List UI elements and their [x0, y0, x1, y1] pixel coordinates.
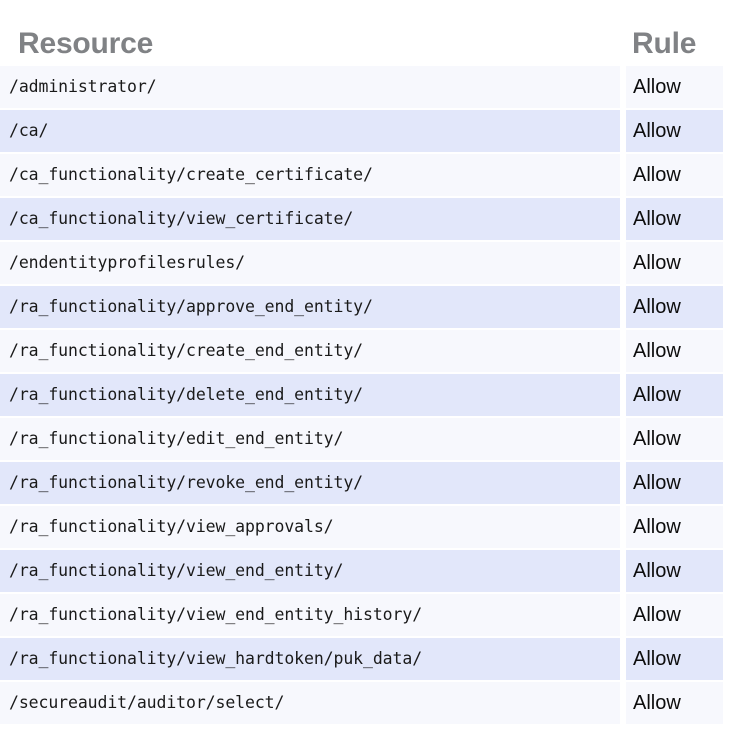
- rule-value-text: Allow: [633, 252, 681, 274]
- table-row[interactable]: /ra_functionality/view_hardtoken/puk_dat…: [0, 638, 746, 682]
- resource-path-text: /ra_functionality/view_hardtoken/puk_dat…: [9, 649, 423, 668]
- rule-value-text: Allow: [633, 120, 681, 142]
- cell-resource: /ra_functionality/view_end_entity/: [0, 550, 620, 592]
- column-header-resource: Resource: [18, 27, 154, 60]
- cell-rule: Allow: [626, 550, 723, 592]
- resource-path-text: /ra_functionality/view_end_entity_histor…: [9, 605, 423, 624]
- rule-value-text: Allow: [633, 164, 681, 186]
- resource-path-text: /ra_functionality/create_end_entity/: [9, 341, 364, 360]
- cell-resource: /ra_functionality/revoke_end_entity/: [0, 462, 620, 504]
- resource-path-text: /ra_functionality/view_end_entity/: [9, 561, 344, 580]
- rule-value-text: Allow: [633, 648, 681, 670]
- table-row[interactable]: /ca_functionality/create_certificate/All…: [0, 154, 746, 198]
- cell-rule: Allow: [626, 242, 723, 284]
- rule-value-text: Allow: [633, 516, 681, 538]
- table-row[interactable]: /ra_functionality/view_end_entity/Allow: [0, 550, 746, 594]
- rule-value-text: Allow: [633, 384, 681, 406]
- cell-rule: Allow: [626, 506, 723, 548]
- table-row[interactable]: /administrator/Allow: [0, 66, 746, 110]
- resource-path-text: /ra_functionality/edit_end_entity/: [9, 429, 344, 448]
- cell-resource: /ra_functionality/approve_end_entity/: [0, 286, 620, 328]
- cell-rule: Allow: [626, 110, 723, 152]
- resource-path-text: /ca/: [9, 121, 49, 140]
- table-row[interactable]: /secureaudit/auditor/select/Allow: [0, 682, 746, 726]
- rule-value-text: Allow: [633, 428, 681, 450]
- resource-path-text: /ca_functionality/view_certificate/: [9, 209, 354, 228]
- cell-rule: Allow: [626, 462, 723, 504]
- table-row[interactable]: /ra_functionality/create_end_entity/Allo…: [0, 330, 746, 374]
- rule-value-text: Allow: [633, 208, 681, 230]
- table-row[interactable]: /ra_functionality/edit_end_entity/Allow: [0, 418, 746, 462]
- rule-value-text: Allow: [633, 472, 681, 494]
- column-header-rule: Rule: [632, 27, 697, 60]
- cell-rule: Allow: [626, 682, 723, 724]
- resource-path-text: /ra_functionality/approve_end_entity/: [9, 297, 373, 316]
- cell-rule: Allow: [626, 638, 723, 680]
- cell-rule: Allow: [626, 66, 723, 108]
- cell-rule: Allow: [626, 154, 723, 196]
- cell-resource: /ca_functionality/create_certificate/: [0, 154, 620, 196]
- cell-resource: /ra_functionality/delete_end_entity/: [0, 374, 620, 416]
- table-row[interactable]: /ra_functionality/revoke_end_entity/Allo…: [0, 462, 746, 506]
- resource-path-text: /secureaudit/auditor/select/: [9, 693, 285, 712]
- table-row[interactable]: /ra_functionality/view_approvals/Allow: [0, 506, 746, 550]
- table-row[interactable]: /ra_functionality/approve_end_entity/All…: [0, 286, 746, 330]
- cell-resource: /ra_functionality/create_end_entity/: [0, 330, 620, 372]
- cell-rule: Allow: [626, 418, 723, 460]
- table-row[interactable]: /endentityprofilesrules/Allow: [0, 242, 746, 286]
- cell-rule: Allow: [626, 330, 723, 372]
- cell-resource: /secureaudit/auditor/select/: [0, 682, 620, 724]
- cell-rule: Allow: [626, 594, 723, 636]
- cell-rule: Allow: [626, 286, 723, 328]
- cell-resource: /ca_functionality/view_certificate/: [0, 198, 620, 240]
- rule-value-text: Allow: [633, 296, 681, 318]
- resource-path-text: /administrator/: [9, 77, 157, 96]
- table-row[interactable]: /ra_functionality/view_end_entity_histor…: [0, 594, 746, 638]
- rule-value-text: Allow: [633, 340, 681, 362]
- cell-rule: Allow: [626, 198, 723, 240]
- cell-resource: /ra_functionality/view_approvals/: [0, 506, 620, 548]
- cell-rule: Allow: [626, 374, 723, 416]
- cell-resource: /administrator/: [0, 66, 620, 108]
- cell-resource: /ra_functionality/view_end_entity_histor…: [0, 594, 620, 636]
- cell-resource: /ra_functionality/edit_end_entity/: [0, 418, 620, 460]
- resource-path-text: /ra_functionality/view_approvals/: [9, 517, 334, 536]
- cell-resource: /ra_functionality/view_hardtoken/puk_dat…: [0, 638, 620, 680]
- resource-path-text: /endentityprofilesrules/: [9, 253, 246, 272]
- rule-value-text: Allow: [633, 604, 681, 626]
- table-body: /administrator/Allow/ca/Allow/ca_functio…: [0, 66, 746, 726]
- resource-path-text: /ra_functionality/delete_end_entity/: [9, 385, 364, 404]
- cell-resource: /endentityprofilesrules/: [0, 242, 620, 284]
- cell-resource: /ca/: [0, 110, 620, 152]
- rule-value-text: Allow: [633, 560, 681, 582]
- table-row[interactable]: /ca_functionality/view_certificate/Allow: [0, 198, 746, 242]
- table-header-row: Resource Rule: [0, 0, 746, 66]
- rule-value-text: Allow: [633, 76, 681, 98]
- rule-value-text: Allow: [633, 692, 681, 714]
- resource-path-text: /ca_functionality/create_certificate/: [9, 165, 373, 184]
- table-row[interactable]: /ca/Allow: [0, 110, 746, 154]
- table-row[interactable]: /ra_functionality/delete_end_entity/Allo…: [0, 374, 746, 418]
- resource-path-text: /ra_functionality/revoke_end_entity/: [9, 473, 364, 492]
